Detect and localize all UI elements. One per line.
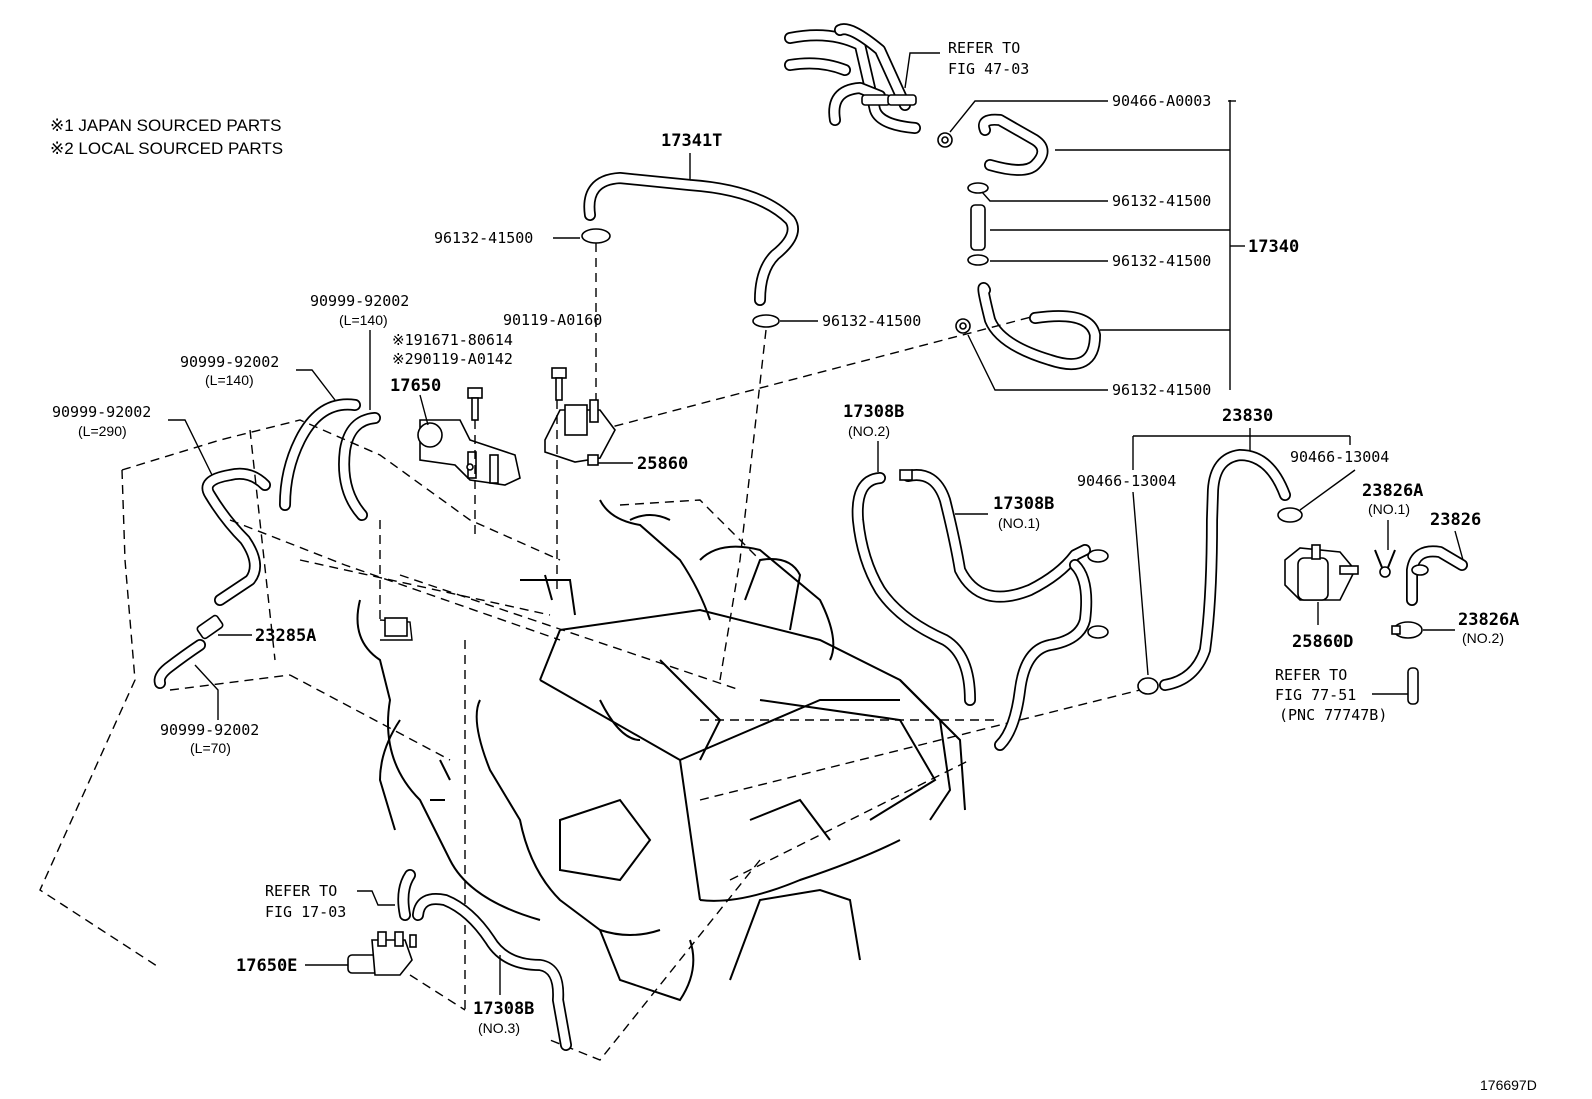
label-23826a-no2[interactable]: 23826A [1458,610,1519,630]
hose-17341t [581,172,799,328]
label-90999-92002-b[interactable]: 90999-92002 [180,353,279,371]
label-17650e[interactable]: 17650E [236,956,297,976]
hose-17308b-no1-lower [994,549,1109,751]
label-96132-41500-left[interactable]: 96132-41500 [434,229,533,247]
label-17650[interactable]: 17650 [390,376,441,396]
vsv-17650e [347,931,417,976]
clip-23826a-no1 [1374,549,1396,578]
label-96132-41500-r1[interactable]: 96132-41500 [1112,192,1211,210]
label-23285a[interactable]: 23285A [255,626,316,646]
label-90999-92002-c[interactable]: 90999-92002 [52,403,151,421]
vsv-25860d [1284,544,1359,601]
label-17308b-no1[interactable]: 17308B [993,494,1054,514]
label-17308b-no2[interactable]: 17308B [843,402,904,422]
bolt-90119-a0160 [551,367,567,401]
label-90999-92002-b-len[interactable]: (L=140) [205,372,254,388]
hose-17308b-no3 [412,893,572,1051]
hose-90999-a [279,398,361,511]
refer-fig17-line1[interactable]: REFER TO [265,882,337,900]
label-17308b-no2-sub[interactable]: (NO.2) [848,423,890,439]
label-96132-41500-r2[interactable]: 96132-41500 [1112,252,1211,270]
label-23826a-no1-sub[interactable]: (NO.1) [1368,501,1410,517]
hose-17340-lower [955,282,1101,370]
label-17340[interactable]: 17340 [1248,237,1299,257]
label-17308b-no3-sub[interactable]: (NO.3) [478,1020,520,1036]
engine-assembly-outline [39,419,966,1061]
label-96132-41500-mid[interactable]: 96132-41500 [822,312,921,330]
hose-90999-d [153,639,206,689]
label-23826a-no2-sub[interactable]: (NO.2) [1462,630,1504,646]
label-23830[interactable]: 23830 [1222,406,1273,426]
label-17341t[interactable]: 17341T [661,131,722,151]
label-90119-a0160[interactable]: 90119-A0160 [503,311,602,329]
refer-fig17-line2[interactable]: FIG 17-03 [265,903,346,921]
hose-77747b [1407,667,1419,705]
label-17308b-no3[interactable]: 17308B [473,999,534,1019]
bolt-90119-a0142 [467,387,483,421]
label-90999-92002-c-len[interactable]: (L=290) [78,423,127,439]
hose-23826 [1406,545,1468,606]
label-96132-41500-r3[interactable]: 96132-41500 [1112,381,1211,399]
vsv-25860 [544,399,616,466]
label-23826[interactable]: 23826 [1430,510,1481,530]
label-191671-80614[interactable]: ※191671-80614 [392,331,513,349]
label-25860d[interactable]: 25860D [1292,632,1353,652]
note-local-sourced: ※2 LOCAL SOURCED PARTS [50,139,283,158]
hose-17308b-no2 [851,472,976,706]
refer-fig77-line1[interactable]: REFER TO [1275,666,1347,684]
label-25860[interactable]: 25860 [637,454,688,474]
hose-17340-connector [967,182,989,266]
hose-90999-b [338,412,381,521]
label-90466-a0003[interactable]: 90466-A0003 [1112,92,1211,110]
label-290119-a0142[interactable]: ※290119-A0142 [392,350,513,368]
refer-fig47-line2[interactable]: FIG 47-03 [948,60,1029,78]
check-valve-23285a [196,614,224,640]
refer-fig77-line3[interactable]: (PNC 77747B) [1279,706,1387,724]
clip-23826a-no2 [1391,621,1423,639]
hose-23830 [1137,449,1303,695]
hose-17308b-no1 [899,469,1091,603]
hose-17340-upper [937,113,1049,176]
label-90466-13004-a[interactable]: 90466-13004 [1077,472,1176,490]
vsv-17650 [417,419,521,486]
label-23826a-no1[interactable]: 23826A [1362,481,1423,501]
figure-id: 176697D [1480,1077,1537,1093]
label-90466-13004-b[interactable]: 90466-13004 [1290,448,1389,466]
label-90999-92002-a[interactable]: 90999-92002 [310,292,409,310]
refer-fig47-hoses [784,23,921,134]
note-japan-sourced: ※1 JAPAN SOURCED PARTS [50,116,282,135]
hose-90999-c [201,467,271,606]
label-17308b-no1-sub[interactable]: (NO.1) [998,515,1040,531]
label-90999-92002-d-len[interactable]: (L=70) [190,740,231,756]
label-90999-92002-a-len[interactable]: (L=140) [339,312,388,328]
refer-fig47-line1[interactable]: REFER TO [948,39,1020,57]
label-90999-92002-d[interactable]: 90999-92002 [160,721,259,739]
refer-fig77-line2[interactable]: FIG 77-51 [1275,686,1356,704]
hose-refer-fig17 [397,869,416,921]
